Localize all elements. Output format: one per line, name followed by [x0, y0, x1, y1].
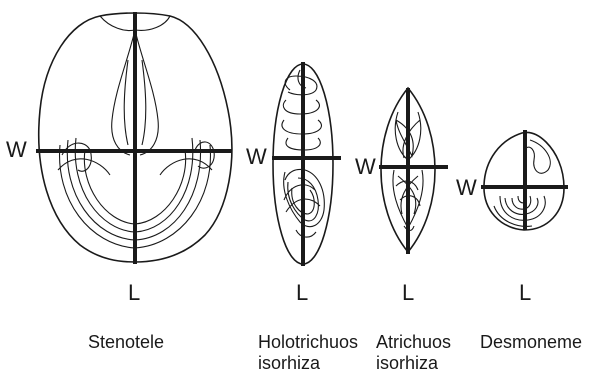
atrichous-isorhiza-caption: Atrichuos isorhiza — [376, 332, 451, 374]
desmoneme-caption: Desmoneme — [480, 332, 582, 353]
stenotele-capsule — [36, 12, 232, 264]
atrichous-isorhiza-length-label: L — [402, 282, 414, 304]
atrichous-isorhiza-width-label: W — [355, 156, 376, 178]
holotrichous-isorhiza-caption-line-1: Holotrichuos — [258, 332, 358, 353]
desmoneme-inner-capsule — [526, 140, 550, 173]
atrichous-isorhiza-caption-line-2: isorhiza — [376, 353, 451, 374]
holotrichous-isorhiza-caption-line-2: isorhiza — [258, 353, 358, 374]
desmoneme-caption-line-1: Desmoneme — [480, 332, 582, 353]
desmoneme-length-label: L — [519, 282, 531, 304]
holotrichous-isorhiza-width-label: W — [246, 146, 267, 168]
stenotele-caption-line-1: Stenotele — [88, 332, 164, 353]
atrichous-isorhiza-capsule — [379, 88, 448, 254]
stenotele-length-label: L — [128, 282, 140, 304]
desmoneme-width-label: W — [456, 177, 477, 199]
atrichous-isorhiza-caption-line-1: Atrichuos — [376, 332, 451, 353]
stenotele-width-label: W — [6, 139, 27, 161]
holotrichous-isorhiza-length-label: L — [296, 282, 308, 304]
holotrichous-isorhiza-caption: Holotrichuos isorhiza — [258, 332, 358, 374]
stenotele-caption: Stenotele — [88, 332, 164, 353]
holotrichous-isorhiza-capsule — [272, 62, 341, 266]
desmoneme-capsule — [481, 130, 568, 230]
